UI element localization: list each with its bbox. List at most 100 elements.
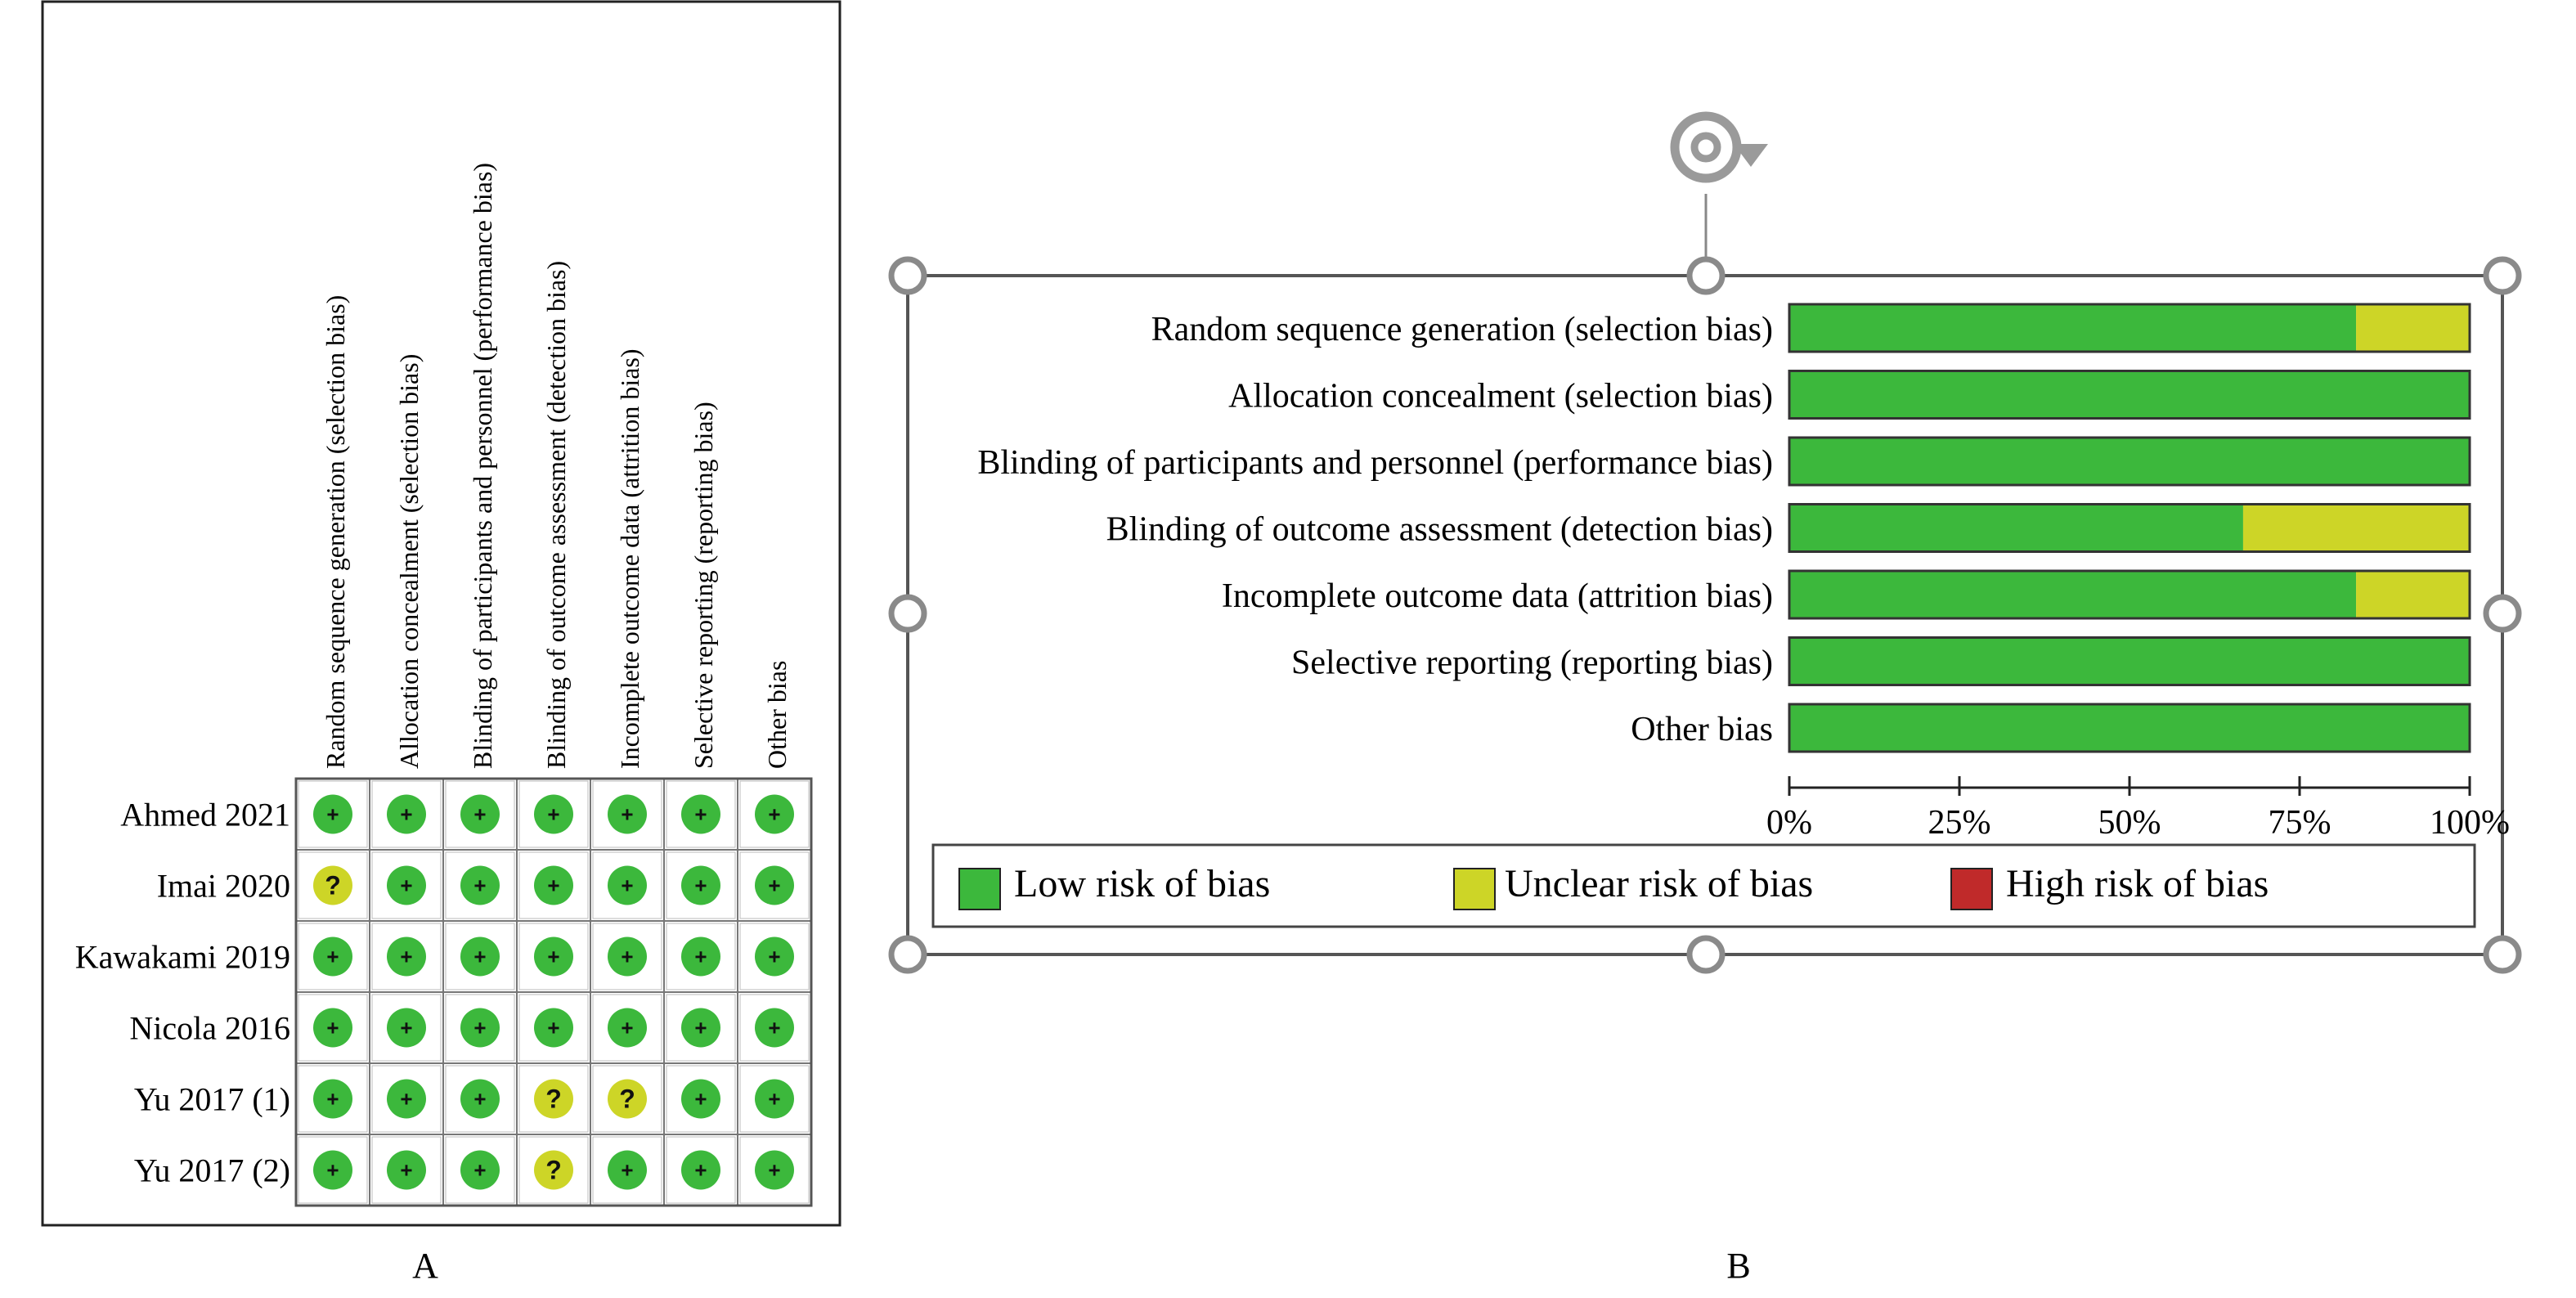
- resize-handle-icon[interactable]: [1686, 935, 1726, 974]
- unclear-risk-marker: [313, 865, 352, 905]
- rating-symbol: +: [547, 802, 559, 827]
- resize-handle-icon[interactable]: [2483, 935, 2522, 974]
- resize-handle-icon[interactable]: [888, 594, 927, 633]
- domain-header: Blinding of outcome assessment (detectio…: [541, 261, 571, 769]
- resize-handle-icon[interactable]: [888, 935, 927, 974]
- low-risk-marker: [313, 1150, 352, 1190]
- resize-handle-icon[interactable]: [2483, 594, 2522, 633]
- domain-header: Incomplete outcome data (attrition bias): [615, 348, 644, 769]
- domain-header: Other bias: [762, 661, 792, 769]
- grid-cell-inner: [445, 780, 515, 848]
- x-tick-label: 50%: [2098, 804, 2161, 842]
- grid-cell-inner: [666, 994, 736, 1062]
- rating-symbol: +: [326, 802, 339, 827]
- low-risk-marker: [313, 936, 352, 977]
- low-risk-marker: [387, 936, 426, 977]
- rating-symbol: +: [400, 802, 412, 827]
- low-risk-marker: [608, 865, 647, 905]
- rating-symbol: +: [326, 1087, 339, 1112]
- bar-segment-low: [1789, 571, 2357, 618]
- rating-symbol: +: [473, 1087, 486, 1112]
- grid-cell-inner: [518, 780, 589, 848]
- domain-headers: Random sequence generation (selection bi…: [321, 163, 792, 769]
- low-risk-marker: [460, 865, 500, 905]
- resize-handle-icon[interactable]: [2483, 256, 2522, 295]
- rating-symbol: +: [621, 802, 633, 827]
- rating-symbol: +: [400, 874, 412, 898]
- grid-cell-inner: [298, 994, 368, 1062]
- low-risk-marker: [387, 1079, 426, 1119]
- resize-handles[interactable]: [888, 256, 2522, 974]
- grid-cell-inner: [298, 923, 368, 990]
- low-risk-marker: [460, 1008, 500, 1048]
- grid-cell-inner: [592, 851, 662, 919]
- grid-cell-inner: [666, 851, 736, 919]
- rating-symbol: +: [768, 802, 780, 827]
- rating-symbol: +: [400, 1016, 412, 1040]
- study-label: Nicola 2016: [129, 1010, 290, 1047]
- x-tick-label: 75%: [2269, 804, 2331, 842]
- bar-category-labels: Random sequence generation (selection bi…: [977, 311, 1773, 748]
- grid-cell-inner: [592, 923, 662, 990]
- low-risk-marker: [608, 936, 647, 977]
- rotate-handle-icon[interactable]: [1670, 111, 1768, 183]
- low-risk-marker: [755, 936, 794, 977]
- domain-header: Allocation concealment (selection bias): [394, 354, 424, 769]
- rating-symbol: +: [400, 1158, 412, 1183]
- legend-label-unclear: Unclear risk of bias: [1505, 862, 1813, 905]
- grid-cell-inner: [445, 1136, 515, 1204]
- grid-cell-inner: [592, 1136, 662, 1204]
- rating-symbol: +: [694, 945, 707, 969]
- bar-outline: [1788, 503, 2471, 553]
- bar-segment-unclear: [2356, 304, 2470, 352]
- grid-cell-inner: [518, 923, 589, 990]
- low-risk-marker: [460, 1150, 500, 1190]
- rating-symbol: +: [621, 1016, 633, 1040]
- x-tick-label: 0%: [1766, 804, 1812, 842]
- resize-handle-icon[interactable]: [888, 256, 927, 295]
- risk-of-bias-summary-panel: Random sequence generation (selection bi…: [41, 0, 841, 1286]
- low-risk-marker: [608, 794, 647, 834]
- x-tick-label: 25%: [1928, 804, 1991, 842]
- panel-a-frame: [41, 0, 841, 1227]
- x-axis: 0%25%50%75%100%: [1766, 776, 2510, 842]
- rating-symbol: +: [547, 874, 559, 898]
- rating-symbol: +: [768, 1016, 780, 1040]
- grid-cell-inner: [666, 780, 736, 848]
- low-risk-marker: [755, 1150, 794, 1190]
- domain-header: Random sequence generation (selection bi…: [321, 295, 350, 769]
- bar-segment-unclear: [2356, 571, 2470, 618]
- risk-of-bias-graph-panel: Random sequence generation (selection bi…: [888, 111, 2522, 1286]
- rating-symbol: +: [547, 945, 559, 969]
- bar-category-label: Allocation concealment (selection bias): [1228, 378, 1773, 415]
- rating-grid: +++++++?+++++++++++++++++++++++??+++++?+…: [294, 777, 813, 1207]
- grid-cell-inner: [298, 1136, 368, 1204]
- rating-symbol: +: [473, 1158, 486, 1183]
- low-risk-marker: [755, 1008, 794, 1048]
- stacked-bars: [1788, 303, 2471, 753]
- study-label: Yu 2017 (2): [134, 1152, 290, 1189]
- grid-cell-inner: [298, 780, 368, 848]
- legend-label-high: High risk of bias: [2006, 862, 2269, 905]
- low-risk-marker: [755, 794, 794, 834]
- grid-cell-inner: [371, 780, 442, 848]
- bar-category-label: Other bias: [1631, 711, 1773, 748]
- low-risk-marker: [681, 794, 720, 834]
- legend-swatch-low: [958, 868, 1001, 910]
- panel-b-label: B: [1726, 1246, 1750, 1286]
- resize-handle-icon[interactable]: [1686, 256, 1726, 295]
- rating-symbol: +: [694, 874, 707, 898]
- low-risk-marker: [534, 1008, 573, 1048]
- bar-outline: [1788, 436, 2471, 487]
- grid-cell-inner: [739, 1136, 810, 1204]
- legend-swatch-unclear: [1453, 868, 1496, 910]
- study-label: Imai 2020: [157, 868, 290, 905]
- rating-symbol: +: [400, 1087, 412, 1112]
- low-risk-marker: [387, 1008, 426, 1048]
- rating-symbol: +: [473, 945, 486, 969]
- rating-symbol: +: [768, 1087, 780, 1112]
- bar-segment-low: [1789, 704, 2470, 752]
- rating-symbol: ?: [545, 1085, 562, 1114]
- domain-header: Selective reporting (reporting bias): [689, 402, 718, 769]
